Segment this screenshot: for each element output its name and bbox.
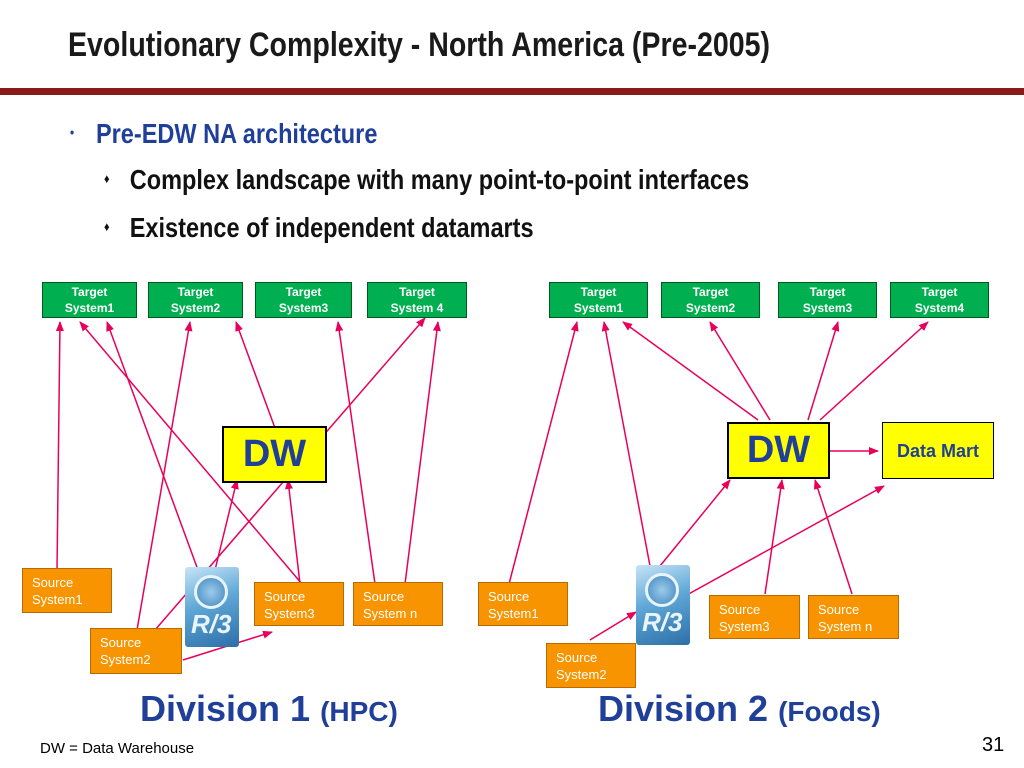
arrow <box>764 479 785 595</box>
slide-title: Evolutionary Complexity - North America … <box>68 26 771 64</box>
arrow <box>285 479 301 585</box>
arrow <box>601 321 651 567</box>
div1-dw-box: DW <box>222 426 327 483</box>
globe-icon <box>194 575 228 609</box>
arrow <box>622 321 759 421</box>
arrow <box>589 611 637 641</box>
arrow <box>709 321 771 421</box>
arrow <box>235 321 276 429</box>
arrow <box>659 479 731 567</box>
arrow <box>807 321 840 421</box>
arrow <box>335 321 376 585</box>
division2-label: Division 2 (Foods) <box>598 688 881 729</box>
division1-label: Division 1 (HPC) <box>140 688 398 729</box>
arrow <box>404 321 441 585</box>
arrow <box>819 321 929 421</box>
bullet-sub-1: ♦ Complex landscape with many point-to-po… <box>104 164 749 196</box>
footnote: DW = Data Warehouse <box>40 740 195 757</box>
arrow <box>79 321 303 585</box>
bullet-sub-2-text: Existence of independent datamarts <box>129 212 534 243</box>
r3-mark: R/3 <box>642 607 683 637</box>
div1-sap-r3-logo-icon: R/3 <box>185 567 239 647</box>
div2-data-mart-box: Data Mart <box>882 422 994 479</box>
arrow <box>55 321 64 571</box>
bullet-sub-2: ♦ Existence of independent datamarts <box>104 212 534 244</box>
page-number: 31 <box>982 734 1005 756</box>
arrow <box>684 485 885 597</box>
title-rule <box>0 88 1024 95</box>
arrow <box>813 479 853 595</box>
div2-dw-box: DW <box>727 422 830 479</box>
div2-sap-r3-logo-icon: R/3 <box>636 565 690 645</box>
bullet-dot-icon: • <box>70 124 75 140</box>
bullet-main: • Pre-EDW NA architecture <box>70 118 377 150</box>
bullet-sub-1-text: Complex landscape with many point-to-poi… <box>129 164 750 195</box>
r3-mark: R/3 <box>191 609 232 639</box>
arrow <box>508 321 579 585</box>
diamond-bullet-icon: ♦ <box>104 219 110 234</box>
arrow <box>106 321 199 571</box>
diamond-bullet-icon: ♦ <box>104 171 110 186</box>
bullet-main-text: Pre-EDW NA architecture <box>95 118 378 149</box>
arrow <box>136 321 193 631</box>
globe-icon <box>645 573 679 607</box>
arrow <box>214 479 239 571</box>
